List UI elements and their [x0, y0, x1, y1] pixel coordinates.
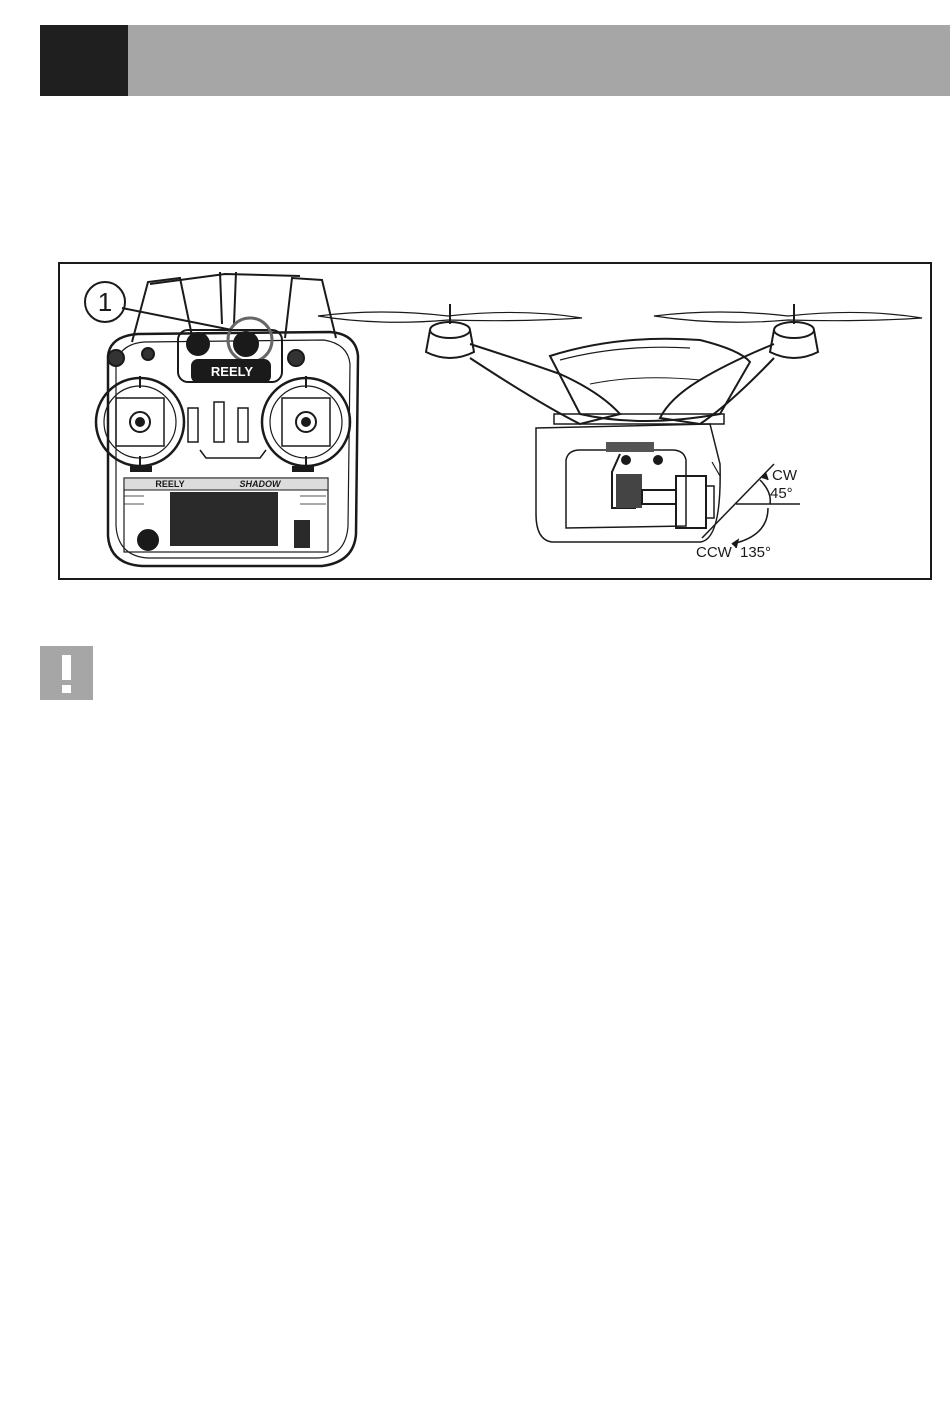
- callout-marker: 1: [85, 282, 232, 330]
- drone-drawing: [318, 304, 922, 542]
- display-brand-text: REELY: [155, 479, 184, 489]
- ccw-label: CCW: [696, 544, 733, 561]
- cw-angle-label: 45°: [770, 485, 793, 502]
- exclamation-bar: [62, 655, 71, 680]
- figure-frame: 1 REELY REELY SHADOW: [58, 262, 932, 580]
- exclamation-dot: [62, 685, 71, 693]
- display-model-text: SHADOW: [240, 479, 283, 489]
- section-number-block: [40, 25, 128, 96]
- section-title-bar: [128, 25, 950, 96]
- figure-illustration: 1 REELY REELY SHADOW: [60, 264, 932, 580]
- ccw-angle-label: 135°: [740, 544, 771, 561]
- callout-number: 1: [98, 287, 112, 317]
- cw-label: CW: [772, 467, 798, 484]
- transmitter-logo-text: REELY: [211, 364, 253, 379]
- exclamation-icon: [40, 646, 93, 700]
